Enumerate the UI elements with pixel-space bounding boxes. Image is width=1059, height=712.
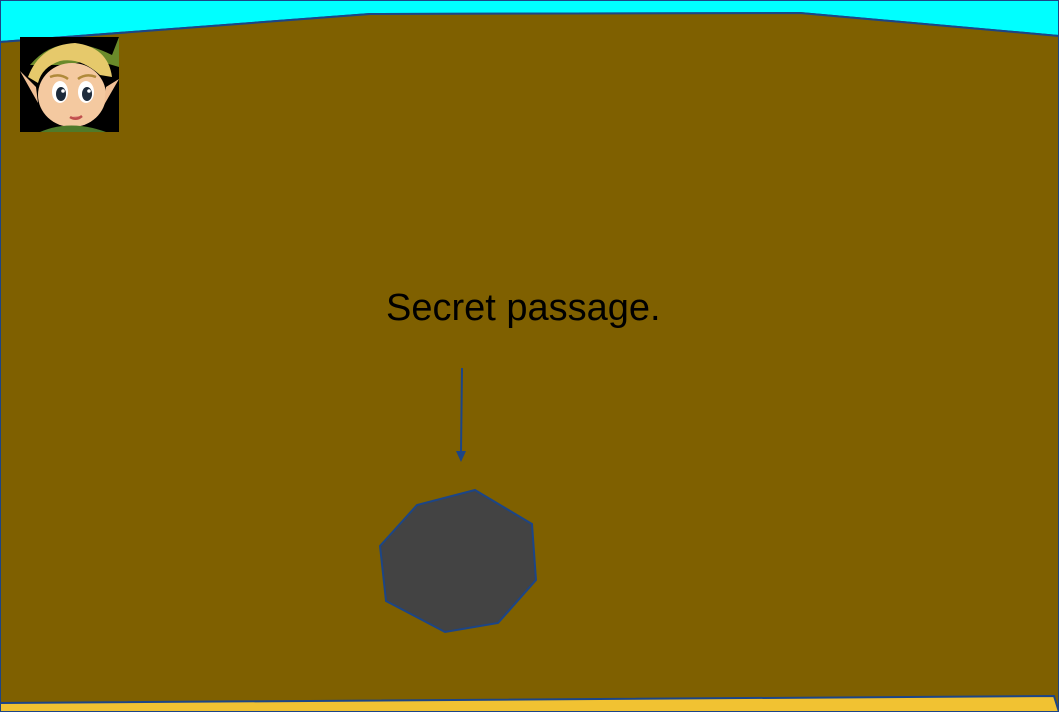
arrow-down-icon: [456, 367, 466, 462]
secret-passage-rock-icon[interactable]: [378, 488, 538, 634]
sand-strip: [0, 694, 1059, 712]
character-portrait-icon: [20, 37, 119, 132]
ground-area: [0, 11, 1059, 712]
scene-caption: Secret passage.: [386, 287, 661, 329]
